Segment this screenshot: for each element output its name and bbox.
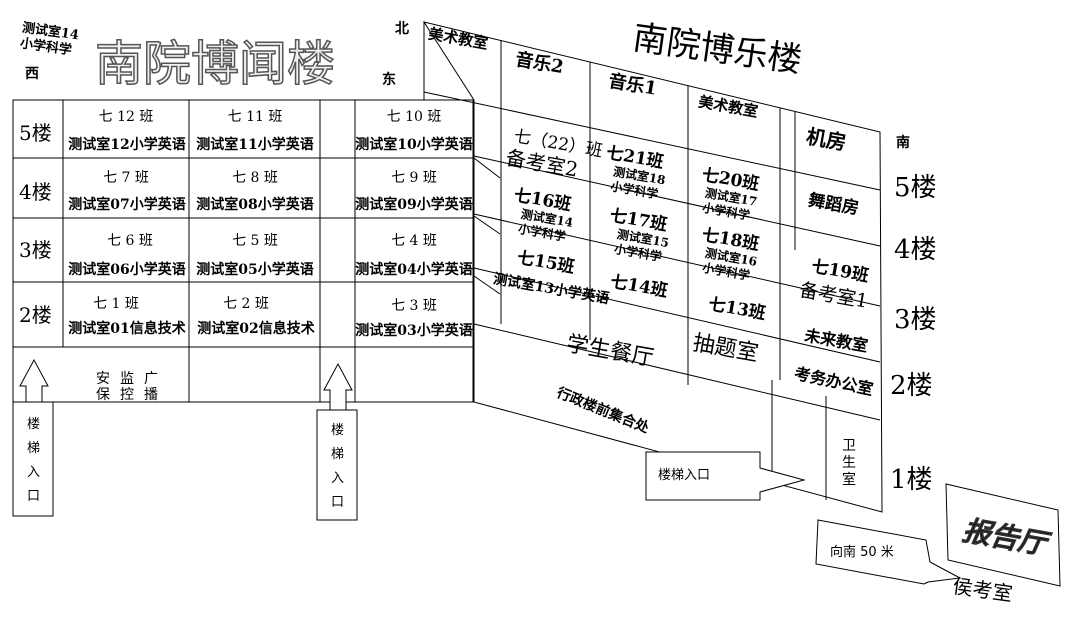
svg-text:口: 口 <box>331 495 344 510</box>
stair-label-east: 楼梯入口 <box>658 468 710 483</box>
direction-east: 东 <box>382 71 396 88</box>
direction-south: 南 <box>896 134 910 151</box>
room-exam: 测试室11小学英语 <box>196 136 313 153</box>
svg-text:楼: 楼 <box>331 423 344 438</box>
ground-label: 保 <box>96 387 110 403</box>
west-building: 测试室14 小学科学 西 南院博闻楼 5楼 4楼 3楼 2楼 七 12 班 测试… <box>12 20 474 521</box>
room-class: 七15班 <box>516 248 576 278</box>
room-exam: 测试室05小学英语 <box>196 261 313 278</box>
svg-text:梯: 梯 <box>331 447 344 462</box>
south-direction-text: 向南 50 米 <box>830 544 894 560</box>
room-dance: 舞蹈房 <box>807 189 861 219</box>
west-floor-label: 4楼 <box>19 180 52 204</box>
room-exam: 测试室04小学英语 <box>355 261 472 278</box>
room-class: 七 10 班 <box>387 109 442 125</box>
east-floor-label: 2楼 <box>890 371 933 401</box>
ground-label: 播 <box>144 387 158 403</box>
room-canteen: 学生餐厅 <box>565 332 656 372</box>
room-music-1: 音乐1 <box>607 70 659 100</box>
room-sub: 测试室13小学英语 <box>492 270 611 307</box>
west-floor-label: 2楼 <box>19 303 52 327</box>
room-class: 七 12 班 <box>99 109 154 125</box>
east-floor-label: 5楼 <box>894 173 937 203</box>
stair-label-left: 楼 梯 入 口 <box>27 417 40 504</box>
room-art: 美术教室 <box>697 93 759 121</box>
room-exam: 测试室07小学英语 <box>68 196 185 213</box>
svg-text:楼: 楼 <box>27 417 40 432</box>
room-class: 七 2 班 <box>223 296 269 312</box>
room-class: 七13班 <box>707 294 767 324</box>
stair-arrow-icon <box>316 362 358 521</box>
room-class: 七 1 班 <box>93 296 139 312</box>
east-floor-label: 4楼 <box>894 235 937 265</box>
admin-gathering: 行政楼前集合处 <box>553 384 652 437</box>
east-floor-label: 3楼 <box>894 305 937 335</box>
waiting-room: 侯考室 <box>951 574 1014 606</box>
ground-label: 监 <box>120 371 134 387</box>
room-class: 七 11 班 <box>228 109 283 125</box>
west-building-title: 南院博闻楼 <box>95 36 335 92</box>
ground-label: 安 <box>96 371 110 387</box>
report-hall-box <box>945 483 1061 587</box>
room-toilet: 室 <box>842 471 856 488</box>
room-class: 七 9 班 <box>391 170 437 186</box>
west-floor-label: 3楼 <box>19 238 52 262</box>
direction-west: 西 <box>25 66 39 82</box>
east-floor-label: 1楼 <box>890 465 933 495</box>
room-exam: 测试室03小学英语 <box>355 322 472 339</box>
stair-arrow-icon <box>12 358 54 517</box>
room-exam: 测试室01信息技术 <box>68 320 185 337</box>
east-building-grid <box>422 21 883 513</box>
room-exam: 测试室06小学英语 <box>68 261 185 278</box>
west-note-line1: 测试室14 <box>21 20 80 44</box>
direction-north: 北 <box>395 21 409 37</box>
west-note-line2: 小学科学 <box>19 35 73 58</box>
room-exam-office: 考务办公室 <box>793 364 875 399</box>
room-class: 七 4 班 <box>391 233 437 249</box>
room-computer: 机房 <box>805 124 849 155</box>
room-exam: 测试室09小学英语 <box>355 196 472 213</box>
room-exam: 测试室12小学英语 <box>68 136 185 153</box>
south-arrow-icon <box>815 519 962 585</box>
stair-arrow-icon <box>645 451 806 501</box>
room-toilet: 卫 <box>842 438 856 454</box>
west-floor-label: 5楼 <box>19 121 52 145</box>
room-exam: 测试室08小学英语 <box>196 196 313 213</box>
room-class: 七 3 班 <box>391 298 437 314</box>
room-class: 七 6 班 <box>107 233 153 249</box>
ground-label: 广 <box>144 371 158 387</box>
svg-text:入: 入 <box>27 465 40 480</box>
room-class: 七 5 班 <box>232 233 278 249</box>
room-future: 未来教室 <box>802 326 869 356</box>
room-art: 美术教室 <box>427 25 489 53</box>
south-area: 向南 50 米 报告厅 侯考室 <box>815 483 1061 606</box>
room-class: 七14班 <box>609 272 669 302</box>
room-class: 七 8 班 <box>232 170 278 186</box>
svg-text:入: 入 <box>331 471 344 486</box>
room-exam: 测试室02信息技术 <box>197 320 314 337</box>
west-building-grid <box>12 99 474 403</box>
room-class: 七 7 班 <box>103 170 149 186</box>
svg-text:口: 口 <box>27 489 40 504</box>
room-music-2: 音乐2 <box>514 48 566 78</box>
room-exam: 测试室10小学英语 <box>355 136 472 153</box>
room-draw: 抽题室 <box>691 331 760 367</box>
east-building-title: 南院博乐楼 <box>630 18 804 81</box>
ground-label: 控 <box>120 387 134 403</box>
room-toilet: 生 <box>842 455 856 471</box>
svg-text:梯: 梯 <box>27 441 40 456</box>
stair-label-middle: 楼 梯 入 口 <box>331 423 344 510</box>
